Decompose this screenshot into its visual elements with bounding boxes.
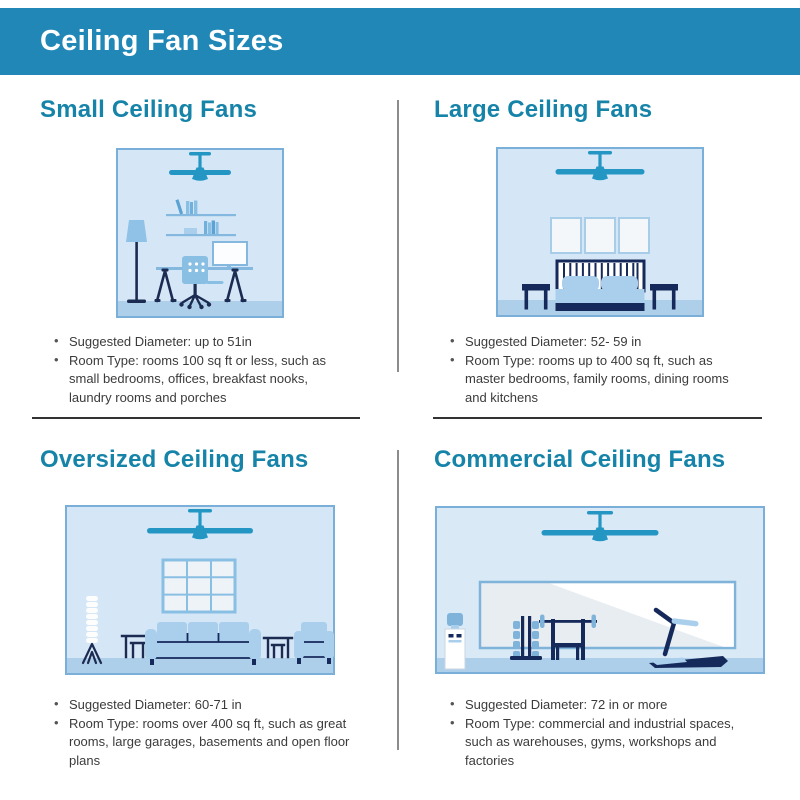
side-table-icon: [262, 636, 294, 659]
section-small-ceiling-fans: Small Ceiling Fans: [0, 84, 400, 418]
bullet-suggested-diameter: Suggested Diameter: 72 in or more: [448, 695, 748, 715]
section-commercial-ceiling-fans: Commercial Ceiling Fans: [400, 432, 800, 800]
pillow-icon: [562, 276, 599, 291]
treadmill-icon: [649, 607, 728, 668]
bullet-list: Suggested Diameter: 52- 59 in Room Type:…: [448, 332, 748, 408]
divider-vertical-bottom: [397, 450, 399, 750]
office-chair-icon: [179, 256, 224, 310]
divider-horizontal-left: [32, 417, 360, 419]
sofa-icon: [145, 622, 261, 665]
gym-illustration: [435, 506, 765, 674]
pillow-icon: [601, 276, 638, 291]
divider-vertical-top: [397, 100, 399, 372]
bullet-list: Suggested Diameter: 72 in or more Room T…: [448, 695, 748, 771]
section-title: Small Ceiling Fans: [40, 96, 257, 123]
ceiling-fan-icon: [169, 152, 231, 181]
dumbbell-rack-icon: [510, 616, 542, 660]
living-room-illustration: [65, 505, 335, 675]
bullet-suggested-diameter: Suggested Diameter: 60-71 in: [52, 695, 352, 715]
monitor-icon: [212, 241, 248, 268]
ceiling-fan-icon: [147, 509, 253, 540]
page-title: Ceiling Fan Sizes: [40, 25, 284, 57]
books-icon: [175, 199, 219, 234]
divider-horizontal-right: [433, 417, 762, 419]
bullet-room-type: Room Type: rooms over 400 sq ft, such as…: [52, 714, 352, 771]
bullet-suggested-diameter: Suggested Diameter: up to 51in: [52, 332, 352, 352]
grid-window-icon: [161, 558, 237, 614]
floor-lamp-icon: [126, 220, 147, 303]
section-title: Oversized Ceiling Fans: [40, 446, 309, 473]
nightstand-icon: [650, 284, 678, 310]
bullet-room-type: Room Type: rooms 100 sq ft or less, such…: [52, 351, 352, 408]
armchair-icon: [294, 622, 334, 664]
section-title: Commercial Ceiling Fans: [434, 446, 726, 473]
bullet-room-type: Room Type: commercial and industrial spa…: [448, 714, 748, 771]
water-cooler-icon: [444, 613, 466, 670]
ceiling-fan-icon: [541, 511, 659, 542]
section-large-ceiling-fans: Large Ceiling Fans: [400, 84, 800, 418]
tripod-lamp-icon: [81, 596, 103, 665]
picture-frames-icon: [550, 217, 650, 254]
room-floor: [67, 658, 333, 673]
wall-shelves-icon: [166, 199, 236, 237]
bed-icon: [555, 259, 646, 311]
mirror-icon: [478, 580, 737, 650]
header-bar: Ceiling Fan Sizes: [0, 8, 800, 75]
nightstand-icon: [522, 284, 550, 310]
bullet-room-type: Room Type: rooms up to 400 sq ft, such a…: [448, 351, 748, 408]
section-title: Large Ceiling Fans: [434, 96, 653, 123]
home-office-illustration: [116, 148, 284, 318]
weight-bench-icon: [539, 614, 597, 660]
bullet-suggested-diameter: Suggested Diameter: 52- 59 in: [448, 332, 748, 352]
bedroom-illustration: [496, 147, 704, 317]
bullet-list: Suggested Diameter: up to 51in Room Type…: [52, 332, 352, 408]
section-oversized-ceiling-fans: Oversized Ceiling Fans: [0, 432, 400, 800]
bullet-list: Suggested Diameter: 60-71 in Room Type: …: [52, 695, 352, 771]
ceiling-fan-icon: [555, 151, 645, 181]
